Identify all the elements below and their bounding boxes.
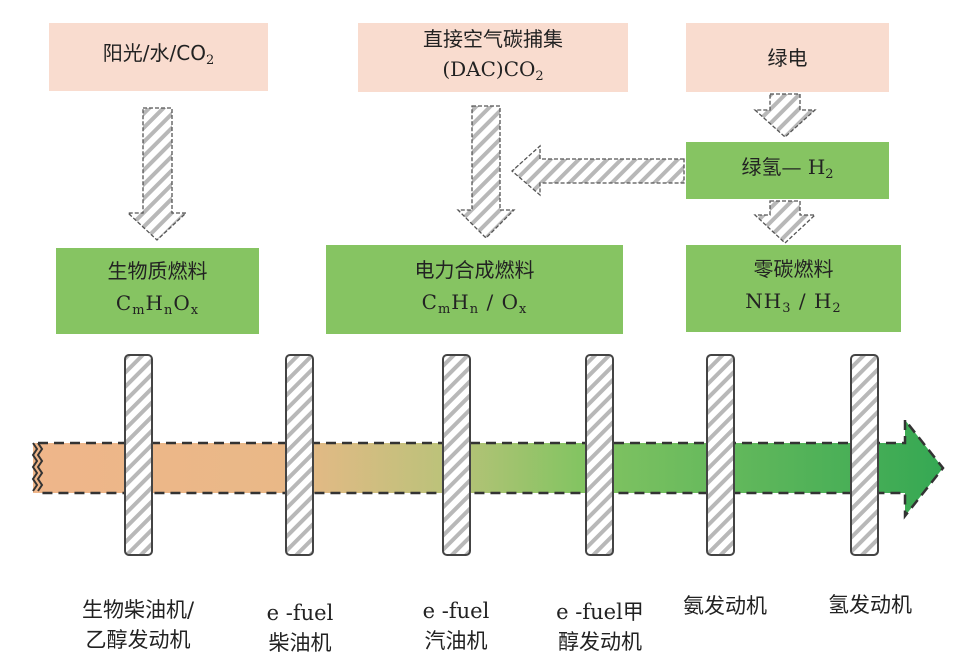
arrow-dac-to-efuel [456, 105, 516, 239]
fuel-zero-carbon-formula: NH3 / H2 [745, 285, 841, 325]
source-solar-formula: CO [176, 41, 206, 65]
source-solar-text: 阳光/水/ [102, 41, 177, 65]
engine-label-line2: 醇发动机 [558, 630, 642, 654]
formula-symbol: / H [791, 288, 833, 313]
engine-label: 氨发动机 [660, 591, 790, 621]
source-dac-title: 直接空气碳捕集 [423, 26, 563, 51]
fuel-efuel-name: 电力合成燃料 [414, 257, 535, 282]
intermediate-green-hydrogen: 绿氢— H2 [686, 142, 889, 199]
source-green-power: 绿电 [686, 23, 889, 92]
engine-label: 氢发动机 [805, 590, 935, 620]
formula-subscript: 3 [782, 300, 792, 316]
arrow-hydrogen-to-efuel [511, 144, 685, 197]
engine-label: 生物柴油机/ 乙醇发动机 [58, 595, 218, 655]
source-green-power-text: 绿电 [767, 45, 808, 70]
formula-subscript: n [469, 301, 480, 317]
source-solar-water-co2: 阳光/水/CO2 [49, 23, 268, 91]
fuel-efuel: 电力合成燃料 CmHn / Ox [326, 245, 623, 334]
formula-subscript: 2 [832, 300, 842, 316]
source-dac-co2: 直接空气碳捕集 (DAC)CO2 [358, 23, 628, 92]
engine-label-line1: e -fuel [422, 599, 490, 623]
engine-bar [585, 354, 614, 556]
fuel-efuel-formula: CmHn / Ox [422, 286, 528, 326]
green-hydrogen-formula: H [807, 154, 826, 179]
formula-symbol: C [421, 289, 438, 314]
fuel-biomass: 生物质燃料 CmHnOx [56, 248, 259, 334]
green-hydrogen-subscript: 2 [825, 166, 834, 182]
engine-bar [124, 354, 153, 556]
formula-subscript: n [163, 303, 174, 318]
formula-symbol: NH [745, 288, 783, 313]
formula-symbol: H [451, 289, 470, 314]
engine-label-line1: e -fuel甲 [556, 600, 644, 624]
engine-bar [442, 354, 471, 556]
source-dac-formula: (DAC)CO [442, 56, 536, 81]
source-dac-subscript: 2 [535, 68, 544, 84]
formula-subscript: x [518, 301, 528, 317]
fuel-zero-carbon-name: 零碳燃料 [753, 256, 834, 281]
fuel-biomass-formula: CmHnOx [116, 287, 199, 327]
engine-label-line1: 氨发动机 [683, 594, 767, 618]
engine-label: e -fuel甲 醇发动机 [525, 597, 675, 657]
engine-bar [850, 354, 879, 556]
formula-subscript: x [190, 303, 200, 318]
formula-subscript: m [437, 301, 452, 317]
fuel-zero-carbon: 零碳燃料 NH3 / H2 [686, 245, 901, 332]
engine-bar [706, 354, 735, 556]
formula-subscript: m [132, 303, 146, 318]
arrow-power-to-hydrogen [753, 93, 817, 138]
engine-label-line2: 汽油机 [424, 629, 488, 653]
engine-label: e -fuel 柴油机 [240, 598, 360, 658]
formula-symbol: H [145, 291, 164, 315]
engine-label-line2: 乙醇发动机 [85, 628, 191, 652]
engine-label-line1: e -fuel [266, 601, 334, 625]
engine-bar [285, 354, 314, 556]
formula-symbol: / O [479, 289, 519, 314]
engine-label-line2: 柴油机 [268, 631, 332, 655]
break-mark-icon [31, 442, 44, 492]
source-solar-subscript: 2 [205, 53, 215, 68]
formula-symbol: C [115, 291, 133, 315]
timeline-arrow [31, 416, 945, 520]
engine-label: e -fuel 汽油机 [396, 596, 516, 656]
green-hydrogen-text: 绿氢— [741, 154, 808, 179]
arrow-hydrogen-to-zero-carbon [753, 200, 817, 244]
fuel-biomass-name: 生物质燃料 [107, 259, 208, 283]
formula-symbol: O [173, 291, 191, 315]
engine-label-line1: 生物柴油机/ [81, 598, 195, 622]
engine-label-line1: 氢发动机 [828, 593, 912, 617]
arrow-solar-to-biomass [126, 107, 188, 241]
